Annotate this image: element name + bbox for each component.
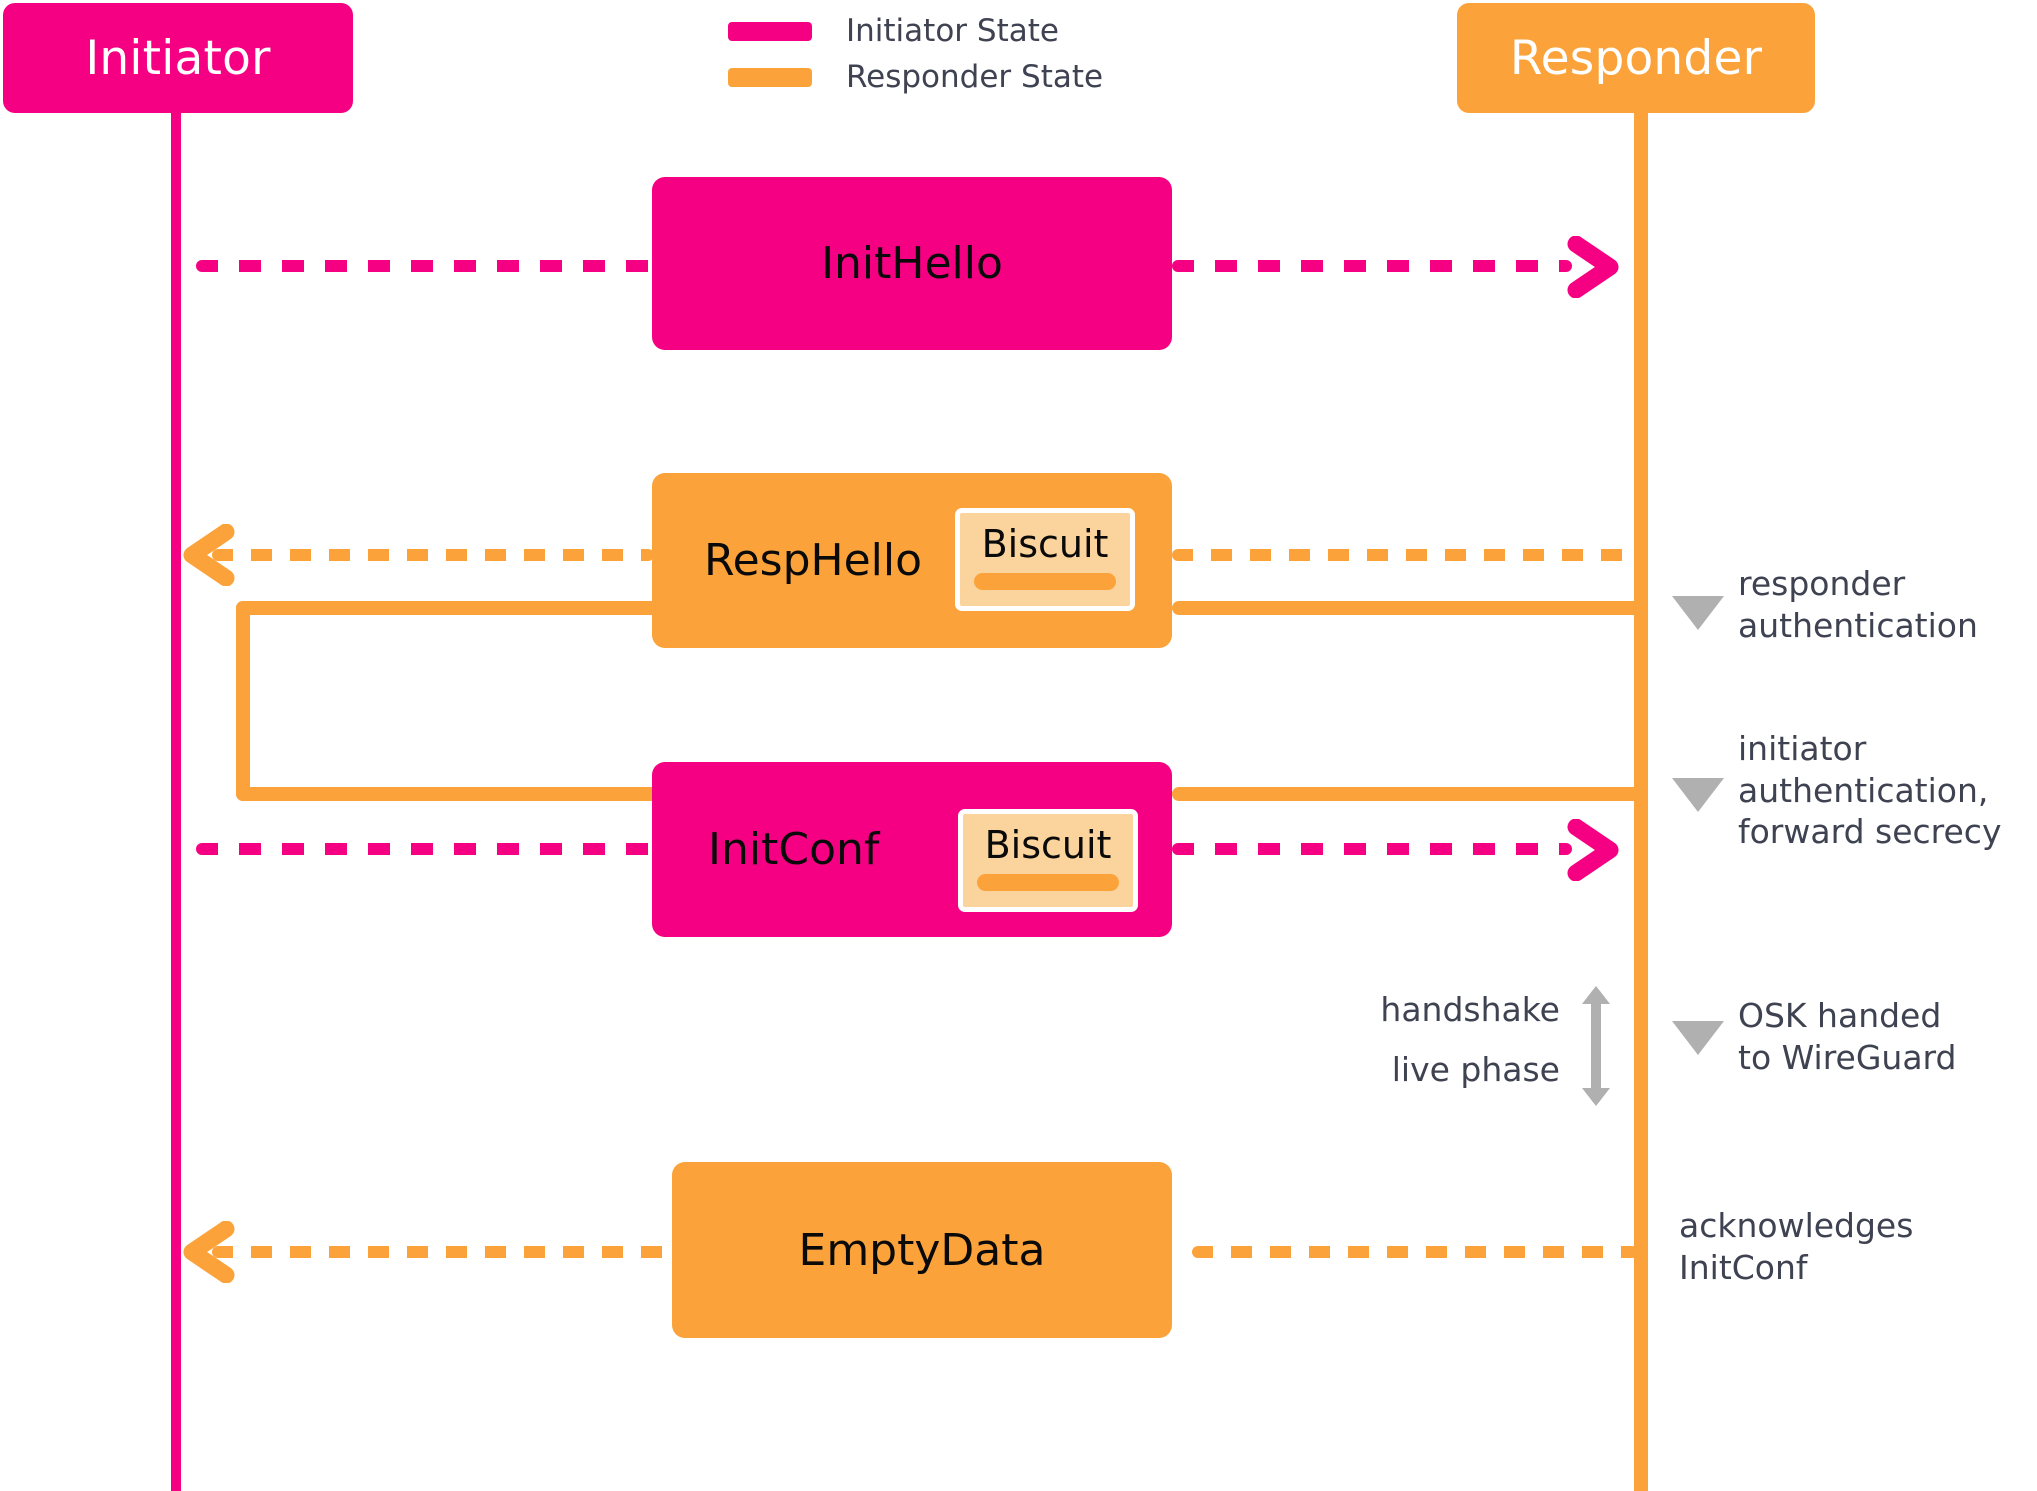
responder-state-path-top-to-initiator xyxy=(236,601,666,615)
phase-label-handshake-text: handshake xyxy=(1380,990,1560,1029)
phase-label-live-phase-text: live phase xyxy=(1391,1050,1560,1089)
actor-initiator-label: Initiator xyxy=(85,30,271,86)
responder-auth-marker-icon xyxy=(1672,596,1724,630)
legend-item-initiator-state: Initiator State xyxy=(728,8,1103,54)
resp-hello-arrow-left-segment xyxy=(212,549,654,561)
down-arrow-icon xyxy=(1582,1042,1610,1106)
responder-state-path-right-from-resphello xyxy=(1172,601,1642,615)
actor-responder[interactable]: Responder xyxy=(1457,3,1815,113)
init-conf-arrow-right-segment xyxy=(1172,843,1572,855)
resp-hello-arrowhead-icon xyxy=(183,524,235,586)
message-label-resp-hello: RespHello xyxy=(704,535,923,586)
initiator-state-swatch xyxy=(728,21,812,41)
phase-label-live-phase: live phase xyxy=(1320,1050,1560,1089)
message-box-init-hello[interactable]: InitHello xyxy=(652,177,1172,350)
init-hello-arrowhead-icon xyxy=(1567,236,1619,298)
legend: Initiator State Responder State xyxy=(728,8,1103,100)
up-arrow-icon xyxy=(1582,986,1610,1050)
annotation-responder-auth: responder authentication xyxy=(1738,564,1978,645)
message-label-empty-data: EmptyData xyxy=(798,1224,1046,1276)
legend-label-responder-state: Responder State xyxy=(846,59,1104,95)
responder-state-swatch xyxy=(728,67,812,87)
message-label-init-conf: InitConf xyxy=(708,824,880,875)
annotation-acknowledges-initconf: acknowledges InitConf xyxy=(1679,1206,1914,1287)
legend-item-responder-state: Responder State xyxy=(728,54,1103,100)
actor-initiator[interactable]: Initiator xyxy=(3,3,353,113)
osk-handed-marker-icon xyxy=(1672,1021,1724,1055)
legend-label-initiator-state: Initiator State xyxy=(846,13,1059,49)
initiator-auth-marker-icon xyxy=(1672,778,1724,812)
annotation-initiator-auth: initiator authentication, forward secrec… xyxy=(1738,729,2002,852)
biscuit-badge-resp-hello[interactable]: Biscuit xyxy=(955,508,1135,611)
message-label-init-hello: InitHello xyxy=(821,238,1003,289)
message-box-empty-data[interactable]: EmptyData xyxy=(672,1162,1172,1338)
biscuit-bar-icon xyxy=(974,573,1116,590)
init-hello-arrow-left-segment xyxy=(196,260,654,272)
responder-state-path-bottom-to-initconf xyxy=(236,787,666,801)
phase-label-handshake: handshake xyxy=(1320,990,1560,1029)
responder-state-path-vertical xyxy=(236,601,250,801)
resp-hello-arrow-right-segment xyxy=(1172,549,1638,561)
empty-data-arrow-left-segment xyxy=(212,1246,674,1258)
biscuit-bar-icon xyxy=(977,874,1119,891)
annotation-osk-handed: OSK handed to WireGuard xyxy=(1738,996,1957,1077)
empty-data-arrow-right-segment xyxy=(1192,1246,1638,1258)
init-conf-arrowhead-icon xyxy=(1567,819,1619,881)
initiator-lifeline xyxy=(171,100,181,1491)
actor-responder-label: Responder xyxy=(1509,30,1763,86)
init-conf-arrow-left-segment xyxy=(196,843,654,855)
responder-state-path-right-from-initconf xyxy=(1172,787,1648,801)
biscuit-label-resp-hello: Biscuit xyxy=(981,522,1109,566)
biscuit-badge-init-conf[interactable]: Biscuit xyxy=(958,809,1138,912)
init-hello-arrow-right-segment xyxy=(1172,260,1572,272)
empty-data-arrowhead-icon xyxy=(183,1221,235,1283)
biscuit-label-init-conf: Biscuit xyxy=(984,823,1112,867)
